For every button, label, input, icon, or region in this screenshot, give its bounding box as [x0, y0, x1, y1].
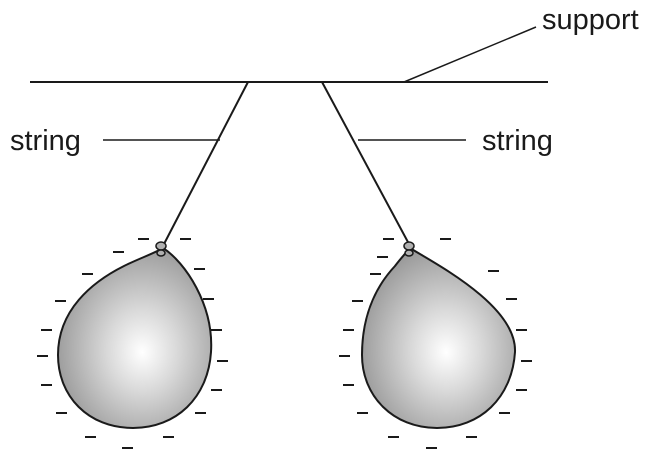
left-string [163, 81, 249, 245]
left-balloon-charges [37, 238, 228, 449]
support-label: support [542, 4, 639, 36]
right-balloon [360, 246, 517, 430]
left-balloon-knot [155, 241, 167, 251]
support-leader-line [403, 26, 537, 83]
right-string [321, 81, 410, 245]
right-balloon-knot-lower [404, 249, 414, 257]
left-balloon-knot-lower [156, 249, 166, 257]
right-string-label: string [482, 125, 553, 157]
left-balloon [56, 246, 213, 430]
left-string-label: string [10, 125, 81, 157]
right-balloon-charges [339, 238, 532, 449]
right-balloon-knot [403, 241, 415, 251]
